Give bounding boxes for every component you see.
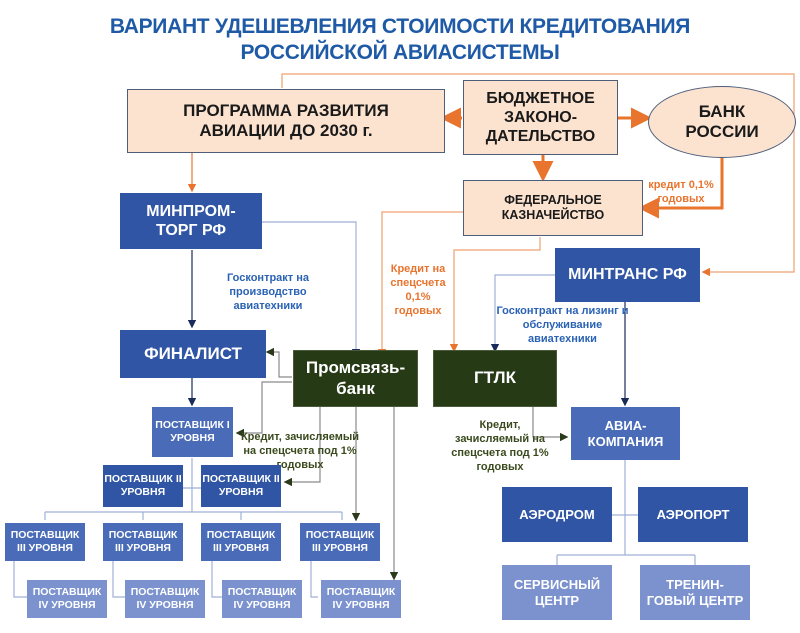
aerodrome-label: АЭРОДРОМ — [519, 506, 595, 522]
supplier-level-3: ПОСТАВЩИК III УРОВНЯ — [5, 523, 85, 561]
program-label: ПРОГРАММА РАЗВИТИЯ АВИАЦИИ ДО 2030 г. — [183, 100, 389, 140]
aerodrome-box: АЭРОДРОМ — [502, 487, 612, 542]
bank-of-russia-node: БАНК РОССИИ — [648, 86, 796, 158]
treasury-label: ФЕДЕРАЛЬНОЕ КАЗНАЧЕЙСТВО — [501, 193, 605, 222]
budget-label: БЮДЖЕТНОЕ ЗАКОНО-ДАТЕЛЬСТВО — [485, 89, 596, 146]
supplier-3-label: ПОСТАВЩИК III УРОВНЯ — [305, 529, 375, 554]
training-center-label: ТРЕНИН-ГОВЫЙ ЦЕНТР — [646, 576, 744, 608]
tree-airline — [556, 460, 696, 565]
supplier-2a-label: ПОСТАВЩИК II УРОВНЯ — [104, 473, 182, 498]
supplier-level-3: ПОСТАВЩИК III УРОВНЯ — [300, 523, 380, 561]
arrow-minprom-psb — [262, 221, 361, 358]
arrow-psb-finalist — [265, 347, 292, 378]
gov-contract-production-label: Госконтракт на производство авиатехники — [226, 272, 310, 312]
supplier-4-label: ПОСТАВЩИК IV УРОВНЯ — [32, 586, 102, 611]
tree-supplier — [13, 458, 343, 598]
gtlk-box: ГТЛК — [433, 350, 557, 407]
supplier-3-label: ПОСТАВЩИК III УРОВНЯ — [206, 529, 276, 554]
credit-cb-label: кредит 0,1% годовых — [648, 179, 714, 205]
arrow-gtlk-airline — [532, 407, 569, 442]
supplier-3-label: ПОСТАВЩИК III УРОВНЯ — [108, 529, 178, 554]
supplier-level-4: ПОСТАВЩИК IV УРОВНЯ — [125, 580, 205, 618]
supplier-level-3: ПОСТАВЩИК III УРОВНЯ — [103, 523, 183, 561]
supplier-level-1: ПОСТАВЩИК I УРОВНЯ — [152, 407, 233, 457]
supplier-3-label: ПОСТАВЩИК III УРОВНЯ — [10, 529, 80, 554]
mintrans-label: МИНТРАНС РФ — [568, 266, 687, 284]
arrow-psb-supplier1 — [235, 381, 292, 438]
supplier-level-4: ПОСТАВЩИК IV УРОВНЯ — [222, 580, 302, 618]
credit-gtlk-label: Кредит, зачисляемый на спецсчета под 1% … — [451, 419, 549, 473]
finalist-label: ФИНАЛИСТ — [144, 343, 242, 363]
service-center-box: СЕРВИСНЫЙ ЦЕНТР — [502, 565, 612, 620]
title-line-2: РОССИЙСКОЙ АВИАСИСТЕМЫ — [240, 41, 560, 64]
arrow-treasury-psb — [377, 211, 463, 358]
supplier-4-label: ПОСТАВЩИК IV УРОВНЯ — [326, 586, 396, 611]
program-box: ПРОГРАММА РАЗВИТИЯ АВИАЦИИ ДО 2030 г. — [127, 89, 445, 153]
arrow-psb-supplier2b — [283, 407, 321, 487]
service-center-label: СЕРВИСНЫЙ ЦЕНТР — [513, 576, 601, 608]
supplier-level-2: ПОСТАВЩИК II УРОВНЯ — [103, 465, 183, 507]
supplier-1-label: ПОСТАВЩИК I УРОВНЯ — [155, 419, 230, 444]
supplier-level-2: ПОСТАВЩИК II УРОВНЯ — [201, 465, 281, 507]
credit-psb-label: Кредит, зачисляемый на спецсчета под 1% … — [240, 431, 360, 471]
budget-legislation-box: БЮДЖЕТНОЕ ЗАКОНО-ДАТЕЛЬСТВО — [463, 80, 618, 155]
airport-box: АЭРОПОРТ — [638, 487, 748, 542]
supplier-level-3: ПОСТАВЩИК III УРОВНЯ — [201, 523, 281, 561]
page-title: ВАРИАНТ УДЕШЕВЛЕНИЯ СТОИМОСТИ КРЕДИТОВАН… — [0, 14, 800, 66]
supplier-4-label: ПОСТАВЩИК IV УРОВНЯ — [130, 586, 200, 611]
treasury-box: ФЕДЕРАЛЬНОЕ КАЗНАЧЕЙСТВО — [463, 180, 643, 236]
loop-line — [281, 73, 795, 277]
gtlk-label: ГТЛК — [474, 368, 516, 388]
supplier-2b-label: ПОСТАВЩИК II УРОВНЯ — [202, 473, 280, 498]
minpromtorg-label: МИНПРОМ-ТОРГ РФ — [146, 202, 236, 239]
training-center-box: ТРЕНИН-ГОВЫЙ ЦЕНТР — [640, 565, 750, 620]
supplier-level-4: ПОСТАВЩИК IV УРОВНЯ — [321, 580, 401, 618]
airport-label: АЭРОПОРТ — [656, 506, 730, 522]
minpromtorg-box: МИНПРОМ-ТОРГ РФ — [120, 193, 262, 249]
arrow-mintrans-gtlk — [490, 274, 555, 353]
airline-label: АВИА-КОМПАНИЯ — [587, 417, 664, 449]
psb-label: Промсвязь-банк — [305, 358, 406, 398]
arrow-treasury-gtlk — [449, 237, 541, 353]
finalist-box: ФИНАЛИСТ — [120, 330, 266, 378]
title-line-1: ВАРИАНТ УДЕШЕВЛЕНИЯ СТОИМОСТИ КРЕДИТОВАН… — [109, 15, 691, 38]
mintrans-box: МИНТРАНС РФ — [555, 248, 700, 302]
credit-special-label: Кредит на спецсчета 0,1% годовых — [390, 263, 446, 317]
supplier-4-label: ПОСТАВЩИК IV УРОВНЯ — [227, 586, 297, 611]
gov-contract-leasing-label: Госконтракт на лизинг и обслуживание ави… — [496, 305, 629, 345]
airline-box: АВИА-КОМПАНИЯ — [571, 407, 680, 460]
promsvyazbank-box: Промсвязь-банк — [293, 350, 418, 407]
arrow-bank-treasury — [638, 158, 724, 219]
supplier-level-4: ПОСТАВЩИК IV УРОВНЯ — [27, 580, 107, 618]
bank-russia-label: БАНК РОССИИ — [685, 101, 759, 141]
